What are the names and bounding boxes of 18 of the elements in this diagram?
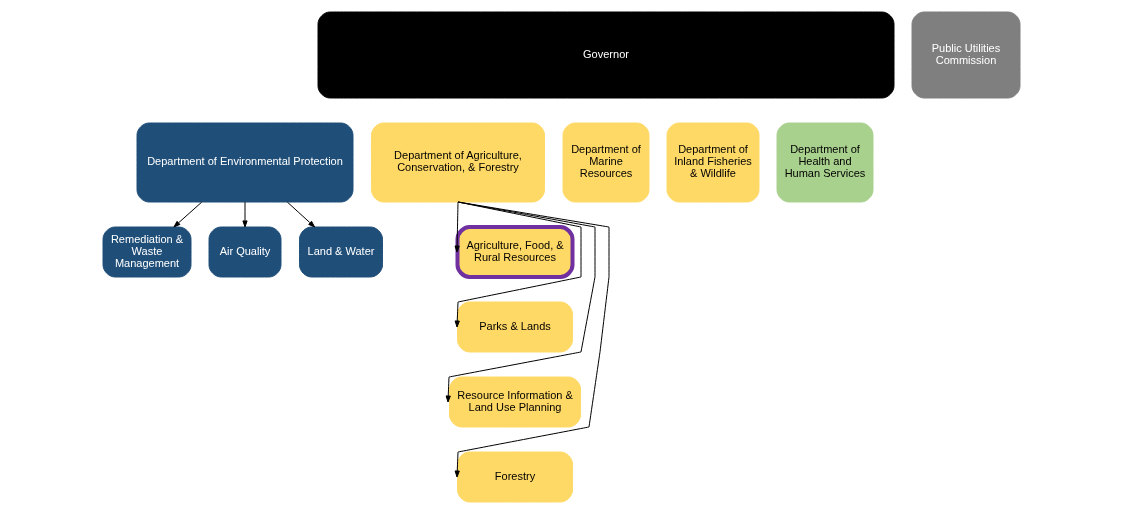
node-box: Governor [317,11,895,99]
arrow [454,201,460,253]
arrow [242,201,248,228]
node-box: Department of Inland Fisheries & Wildlife [666,122,760,203]
node-box: Parks & Lands [457,301,573,353]
node-box: Department of Marine Resources [562,122,650,203]
node-box: Air Quality [208,226,282,278]
node-box: Forestry [457,451,573,503]
arrow [286,201,316,228]
node-box: Public Utilities Commission [911,11,1021,99]
node-box: Resource Information & Land Use Planning [449,376,581,428]
node-box: Land & Water [299,226,383,278]
node-box: Department of Environmental Protection [136,122,354,203]
node-box: Department of Agriculture, Conservation, & Forestry [371,122,545,203]
node-box: Remediation & Waste Management [102,226,192,278]
arrow [445,201,596,403]
arrow [173,201,203,228]
node-box: Department of Health and Human Services [776,122,874,203]
